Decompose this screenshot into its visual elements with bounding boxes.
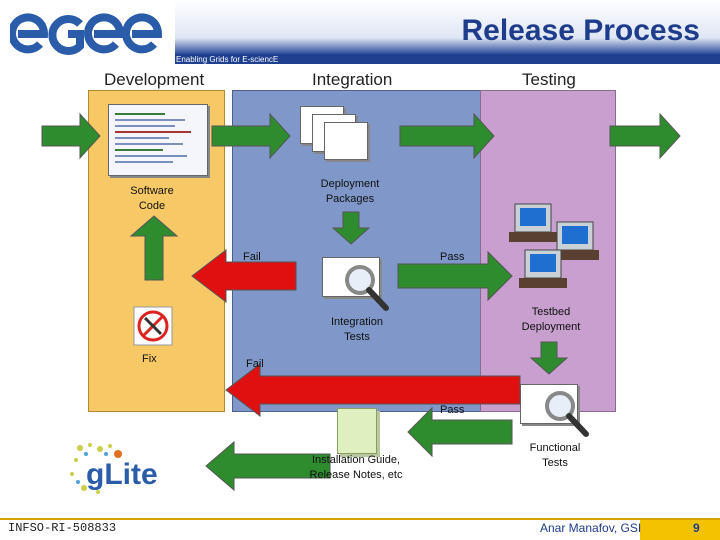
glite-logo-graphic — [70, 443, 122, 494]
page-number: 9 — [693, 521, 700, 535]
fix-label: Fix — [142, 353, 157, 365]
deployment-packages-label: Deployment Packages — [320, 178, 380, 205]
integration-tests-label: Integration Tests — [331, 316, 383, 343]
column-heading-testing: Testing — [522, 70, 576, 89]
header-band — [175, 0, 720, 54]
column-heading-development: Development — [104, 70, 205, 89]
arrow-packages-down — [331, 211, 371, 245]
magnifier-icon — [345, 265, 389, 311]
magnifier-icon — [545, 391, 589, 437]
arrow-dev-to-integration — [211, 112, 291, 160]
footer-bar — [0, 518, 720, 520]
egee-logo — [8, 10, 170, 56]
tagline: Enabling Grids for E-sciencE — [176, 55, 279, 64]
fail-label-bottom: Fail — [246, 358, 264, 370]
arrow-testing-to-outside — [609, 112, 681, 160]
package-doc-1 — [324, 122, 368, 160]
arrow-testbed-down — [529, 341, 569, 375]
testbed-deployment-label: Testbed Deployment — [521, 306, 581, 333]
functional-tests-label: Functional Tests — [529, 442, 581, 469]
footer — [0, 518, 720, 540]
software-code-label: Software Code — [130, 185, 174, 212]
glite-logo: gLite — [68, 440, 186, 498]
page-title: Release Process — [461, 14, 700, 47]
installation-guide-label: Installation Guide, Release Notes, etc — [309, 454, 403, 481]
header-bar — [175, 54, 720, 64]
arrow-pass-top — [397, 250, 513, 302]
arrow-pass-bottom — [407, 406, 513, 458]
arrow-integration-to-testing — [399, 112, 495, 160]
footer-author: Anar Manafov, GSI — [540, 521, 642, 535]
fail-label-top: Fail — [243, 251, 261, 263]
pass-label-top: Pass — [440, 251, 465, 263]
arrow-fail-top — [191, 248, 297, 304]
footer-project-id: INFSO-RI-508833 — [8, 521, 117, 535]
arrow-into-development — [41, 112, 101, 160]
fix-icon — [133, 306, 173, 346]
pass-label-bottom: Pass — [440, 404, 465, 416]
testbed-computers-icon — [509, 203, 599, 288]
arrow-fix-to-code — [129, 215, 179, 281]
column-heading-integration: Integration — [312, 70, 393, 89]
installation-guide-doc — [337, 408, 377, 454]
software-code-screenshot — [108, 104, 208, 176]
egee-logo-graphic — [8, 13, 163, 55]
arrow-fail-bottom — [225, 362, 521, 418]
footer-accent — [640, 520, 720, 540]
arrow-to-glite — [205, 440, 331, 492]
glite-logo-text: gLite — [86, 458, 158, 491]
